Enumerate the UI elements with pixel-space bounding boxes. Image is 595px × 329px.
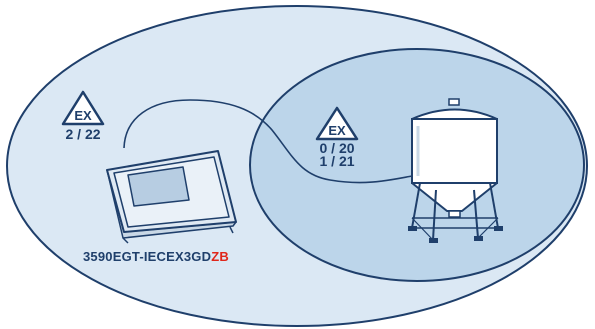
model-suffix: ZB <box>211 249 229 264</box>
svg-text:EX: EX <box>328 123 346 138</box>
outer-zone-label: 2 / 22 <box>60 127 106 141</box>
inner-zone-label-line2: 1 / 21 <box>314 154 360 168</box>
svg-text:EX: EX <box>74 108 92 123</box>
model-prefix: 3590EGT-IECEX3GD <box>83 249 211 264</box>
device-model-label: 3590EGT-IECEX3GDZB <box>83 249 229 264</box>
